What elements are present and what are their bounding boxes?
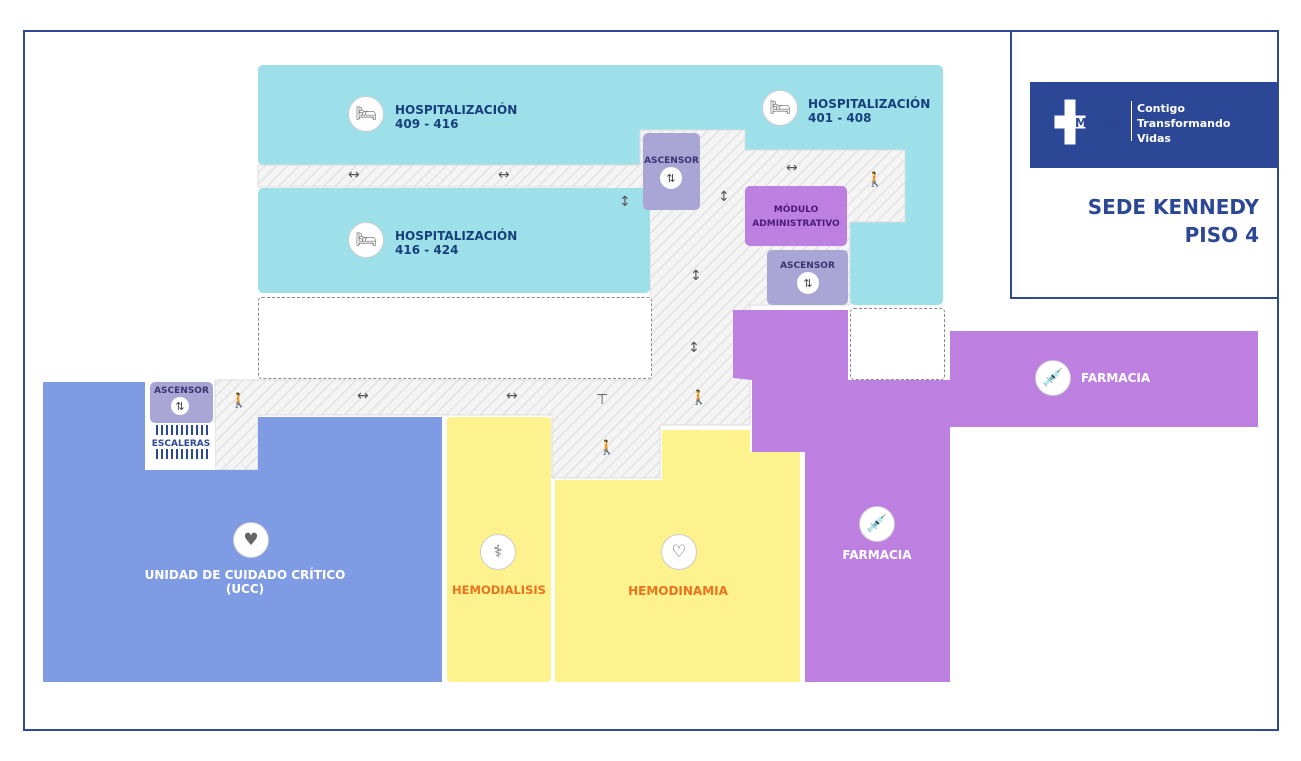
arrow-junction-icon: ⊤ [596,392,609,408]
arrow-vertical-icon: ↕ [718,189,730,205]
hosp-title: HOSPITALIZACIÓN [395,229,518,243]
empty-space [258,297,652,379]
pharmacy-label: FARMACIA [842,548,912,562]
arrow-junction-icon: ↕ [690,268,702,284]
hemodinamia-label: HEMODINAMIA [628,584,728,598]
arrow-horizontal-icon: ↔ [506,388,518,404]
arrow-vertical-icon: ↕ [619,194,631,210]
ucc-line-1: UNIDAD DE CUIDADO CRÍTICO [144,568,346,582]
empty-space [850,308,945,380]
pharmacy-icon: 💉 [1035,360,1071,396]
tagline-2: Transformando [1137,117,1231,130]
hosp-title: HOSPITALIZACIÓN [395,103,518,117]
hospitalization-416-424-area[interactable] [258,188,650,293]
pharmacy-label-right: FARMACIA [1081,371,1151,385]
stairs-icon [156,425,208,435]
logo-brand: Medical [1075,116,1128,130]
pharmacy-area[interactable] [733,310,1258,682]
site-name: SEDE KENNEDY [1087,195,1259,219]
hosp-range: 416 - 424 [395,243,459,257]
hosp-range: 409 - 416 [395,117,459,131]
cross-logo-icon [1054,99,1086,145]
heart-hands-icon: ♥ [233,522,269,558]
bed-icon: 🛏 [348,96,384,132]
ucc-line-2: (UCC) [225,582,265,596]
stairs-label: ESCALERAS [151,439,211,449]
elevator-2-label: ASCENSOR [780,261,835,271]
tagline-1: Contigo [1137,102,1185,115]
hemodialisis-label: HEMODIALISIS [452,583,546,597]
tagline-3: Vidas [1137,132,1171,145]
admin-line-2: ADMINISTRATIVO [752,219,840,229]
arrow-vertical-icon: ↕ [688,340,700,356]
hosp-title: HOSPITALIZACIÓN [808,97,931,111]
arrow-horizontal-icon: ↔ [348,167,360,183]
elevator-3-label: ASCENSOR [154,386,209,396]
elevator-icon: ⇅ [797,272,819,294]
logo-divider [1131,101,1132,141]
map-frame [23,30,1279,731]
pharmacy-icon: 💉 [859,506,895,542]
ucc-label: UNIDAD DE CUIDADO CRÍTICO(UCC) [120,568,370,596]
admin-line-1: MÓDULO [773,205,819,215]
stairs-icon [156,449,208,459]
hospitalization-409-416-area[interactable] [258,65,943,165]
walking-person-icon: 🚶 [866,172,884,188]
arrow-horizontal-icon: ↔ [498,167,510,183]
elevator-1-label: ASCENSOR [644,156,699,166]
bed-icon: 🛏 [762,90,798,126]
heart-icon: ♡ [661,534,697,570]
admin-module-label: MÓDULO ADMINISTRATIVO [745,203,847,231]
arrow-horizontal-icon: ↔ [357,388,369,404]
walking-person-icon: 🚶 [690,390,708,406]
elevator-icon: ⇅ [171,397,189,415]
walking-person-icon: 🚶 [230,393,248,409]
elevator-icon: ⇅ [660,167,682,189]
site-title: SEDE KENNEDY PISO 4 [1088,193,1259,249]
admin-module[interactable] [745,186,847,246]
bed-icon: 🛏 [348,222,384,258]
hosp-range: 401 - 408 [808,111,872,125]
arrow-horizontal-icon: ↔ [786,160,798,176]
kidney-icon: ⚕ [480,534,516,570]
walking-person-icon: 🚶 [598,440,616,456]
floor-number: PISO 4 [1184,223,1259,247]
